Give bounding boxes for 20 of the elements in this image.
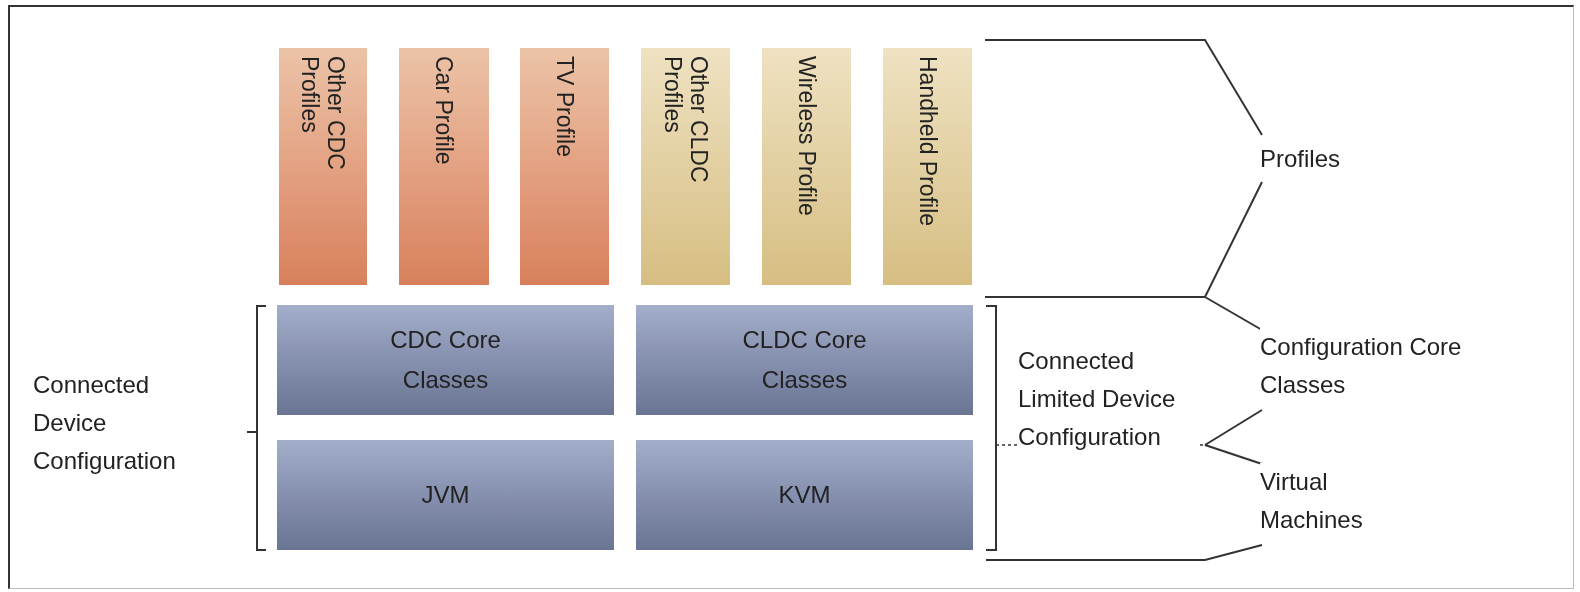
layer-box: [636, 305, 973, 415]
layer-box: [636, 440, 973, 550]
profile-name: Car Profile: [431, 56, 457, 167]
layer-name: JVM: [421, 480, 470, 510]
profile-bar: [399, 48, 489, 285]
layer-name: CLDC Core Classes: [741, 325, 868, 395]
layer-name: CDC Core Classes: [389, 325, 502, 395]
profile-name: TV Profile: [551, 56, 578, 159]
profile-bar: [762, 48, 851, 285]
profile-name: Other CDC Profiles: [297, 56, 349, 172]
profile-name: Handheld Profile: [914, 56, 941, 229]
profile-bar: [883, 48, 972, 285]
profile-bar: [641, 48, 730, 285]
layer-name: KVM: [778, 480, 831, 510]
layer-box: [277, 305, 614, 415]
layer-box: [277, 440, 614, 550]
profile-name: Other CLDC Profiles: [659, 56, 712, 185]
profile-bar: [520, 48, 609, 285]
profile-bar: [279, 48, 367, 285]
profile-name: Wireless Profile: [793, 56, 820, 218]
